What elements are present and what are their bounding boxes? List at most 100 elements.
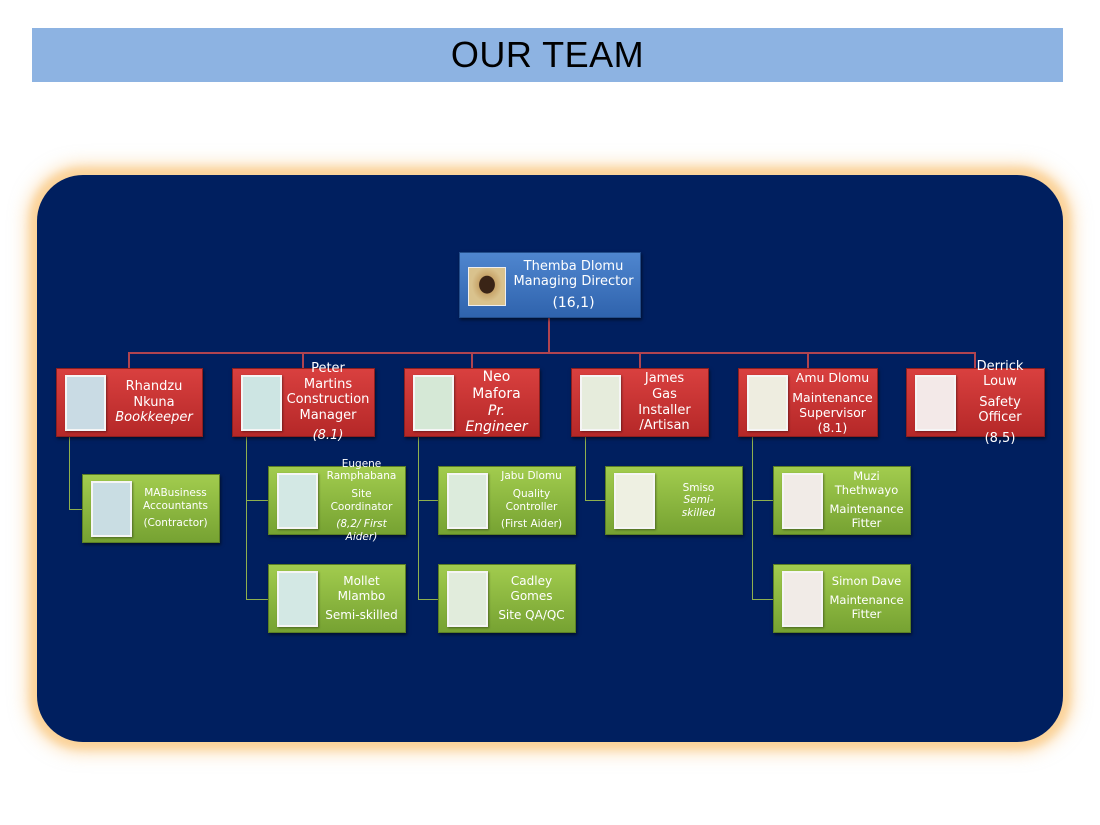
- connector: [302, 352, 304, 368]
- node-role: Semi-: [683, 494, 714, 507]
- node-role: Maintenance: [792, 390, 873, 405]
- connector: [752, 437, 753, 599]
- node-role: Maintenance: [829, 593, 904, 608]
- node-name: Thethwayo: [834, 483, 899, 498]
- node-role: Bookkeeper: [115, 410, 193, 426]
- node-name: James: [644, 371, 685, 387]
- node-role: Quality: [512, 487, 551, 500]
- photo-placeholder: [65, 375, 106, 431]
- page-title: OUR TEAM: [450, 34, 645, 75]
- node-role: Construction: [286, 392, 370, 408]
- node-role: Fitter: [851, 606, 882, 621]
- connector: [69, 437, 70, 509]
- connector: [69, 509, 82, 510]
- node-role: Supervisor: [799, 405, 866, 420]
- avatar: [468, 267, 506, 306]
- connector: [246, 599, 268, 600]
- connector: [128, 352, 976, 354]
- node-role: Controller: [505, 500, 558, 513]
- node-role: Site Coordinator: [330, 487, 393, 513]
- connector: [752, 599, 773, 600]
- node-code: (16,1): [552, 294, 595, 311]
- connector: [418, 599, 438, 600]
- node-role: (Contractor): [143, 517, 208, 530]
- connector: [471, 352, 473, 368]
- photo-placeholder: [614, 473, 655, 529]
- node-name: Mlambo: [337, 588, 386, 603]
- node-name: Amu Dlomu: [795, 370, 870, 385]
- node-name: Nkuna: [133, 394, 175, 410]
- node-role: Managing Director: [513, 274, 634, 290]
- photo-placeholder: [580, 375, 621, 431]
- connector: [418, 500, 438, 501]
- node-role: Manager: [299, 407, 357, 423]
- connector: [639, 352, 641, 368]
- photo-placeholder: [277, 571, 318, 627]
- photo-placeholder: [241, 375, 282, 431]
- connector: [974, 352, 976, 368]
- connector: [418, 437, 419, 599]
- node-code: (8.1): [817, 420, 848, 435]
- photo-placeholder: [782, 571, 823, 627]
- photo-placeholder: [782, 473, 823, 529]
- node-code: (8.1): [312, 428, 344, 444]
- photo-placeholder: [91, 481, 132, 537]
- node-name: Ramphabana: [326, 470, 397, 483]
- node-code: (8,5): [984, 430, 1016, 446]
- node-name: Themba Dlomu: [523, 258, 624, 274]
- node-name: Simon Dave: [831, 574, 902, 589]
- node-role: Semi-skilled: [325, 608, 398, 623]
- node-role: Gas Installer: [638, 386, 691, 418]
- node-role: Site QA/QC: [498, 608, 565, 623]
- photo-placeholder: [413, 375, 454, 431]
- photo-placeholder: [277, 473, 318, 529]
- photo-placeholder: [915, 375, 956, 431]
- node-name: Mollet: [343, 574, 380, 589]
- node-role: /Artisan: [639, 418, 690, 434]
- node-name: Accountants: [142, 499, 209, 512]
- node-name: Derrick Louw: [976, 358, 1024, 390]
- photo-placeholder: [747, 375, 788, 431]
- connector: [752, 500, 773, 501]
- node-name: Smiso: [682, 481, 715, 494]
- node-role: Pr. Engineer: [465, 402, 528, 436]
- node-name: Eugene: [341, 457, 382, 470]
- title-bar: OUR TEAM: [32, 28, 1063, 82]
- node-role: Fitter: [851, 515, 882, 530]
- node-name: MABusiness: [144, 487, 207, 500]
- connector: [585, 500, 605, 501]
- node-managing-director[interactable]: Themba Dlomu Managing Director (16,1): [459, 252, 641, 318]
- node-name: Muzi: [853, 469, 880, 484]
- node-name: Rhandzu: [125, 379, 183, 395]
- connector: [585, 437, 586, 500]
- node-name: Peter Martins: [303, 361, 353, 392]
- connector: [246, 500, 268, 501]
- node-name: Neo Mafora: [472, 368, 521, 402]
- connector: [128, 352, 130, 368]
- node-name: Cadley Gomes: [510, 574, 553, 603]
- connector: [807, 352, 809, 368]
- photo-placeholder: [447, 571, 488, 627]
- connector: [548, 318, 550, 353]
- node-code: (First Aider): [500, 518, 563, 531]
- node-role: Maintenance: [829, 502, 904, 516]
- node-code: (8,2/ First Aider): [336, 518, 387, 543]
- node-role: Safety Officer: [978, 394, 1022, 426]
- photo-placeholder: [447, 473, 488, 529]
- node-role: skilled: [681, 506, 716, 519]
- connector: [246, 437, 247, 599]
